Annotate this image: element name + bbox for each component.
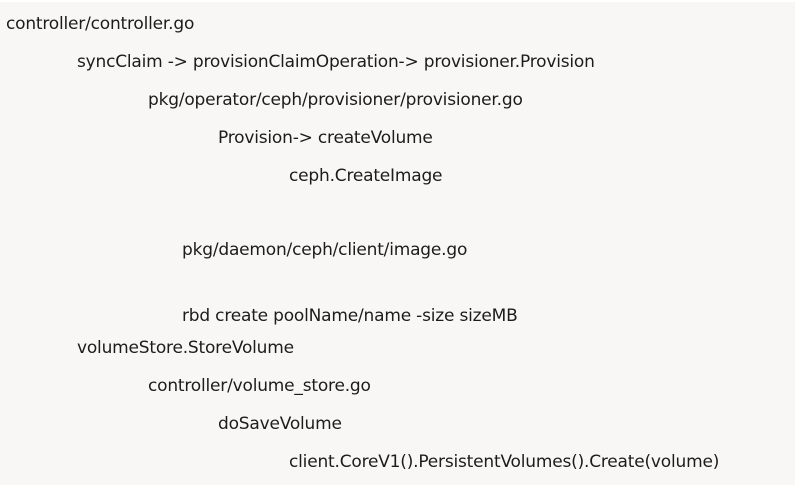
call-path-line: controller/controller.go [6, 14, 195, 34]
call-path-line: volumeStore.StoreVolume [77, 338, 294, 358]
call-path-line: ceph.CreateImage [289, 166, 443, 186]
call-path-line: pkg/daemon/ceph/client/image.go [182, 240, 468, 260]
call-path-line: pkg/operator/ceph/provisioner/provisione… [148, 90, 523, 110]
call-path-line: rbd create poolName/name -size sizeMB [182, 306, 518, 326]
call-path-line: doSaveVolume [218, 414, 342, 434]
call-path-line: controller/volume_store.go [148, 376, 371, 396]
call-path-line: syncClaim -> provisionClaimOperation-> p… [77, 52, 595, 72]
call-path-line: client.CoreV1().PersistentVolumes().Crea… [289, 452, 720, 472]
code-flow-panel: controller/controller.go syncClaim -> pr… [0, 2, 795, 485]
call-path-line: Provision-> createVolume [218, 128, 433, 148]
